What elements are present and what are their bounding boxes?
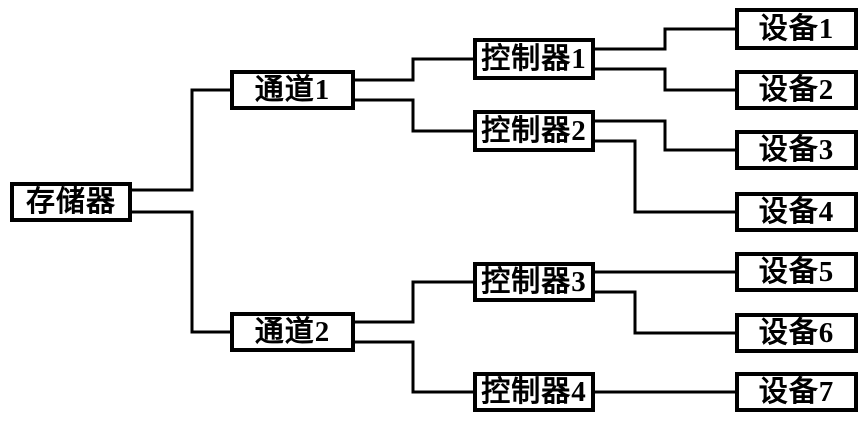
node-device-5: 设备5 [735,252,858,292]
node-device-7: 设备7 [735,372,858,412]
node-controller-3: 控制器3 [473,262,595,302]
node-controller-4: 控制器4 [473,372,595,412]
edge-controller1-device1 [595,27,735,51]
node-device-1: 设备1 [735,8,858,50]
edge-controller3-device6 [595,290,735,335]
node-device-4: 设备4 [735,192,858,232]
edge-channel2-controller3 [355,280,473,324]
edge-memory-channel1 [132,88,230,192]
edge-memory-channel2 [132,210,230,334]
edge-channel1-controller1 [355,57,473,82]
node-device-6: 设备6 [735,313,858,353]
node-channel-2: 通道2 [230,312,355,352]
edge-controller2-device4 [595,139,735,214]
node-channel-1: 通道1 [230,70,355,110]
node-controller-2: 控制器2 [473,110,595,152]
node-device-3: 设备3 [735,130,858,170]
node-memory: 存储器 [10,182,132,222]
node-device-2: 设备2 [735,70,858,110]
edge-channel2-controller4 [355,340,473,394]
edge-controller2-device3 [595,119,735,152]
edge-controller1-device2 [595,67,735,92]
edge-channel1-controller2 [355,98,473,133]
node-controller-1: 控制器1 [473,38,595,80]
